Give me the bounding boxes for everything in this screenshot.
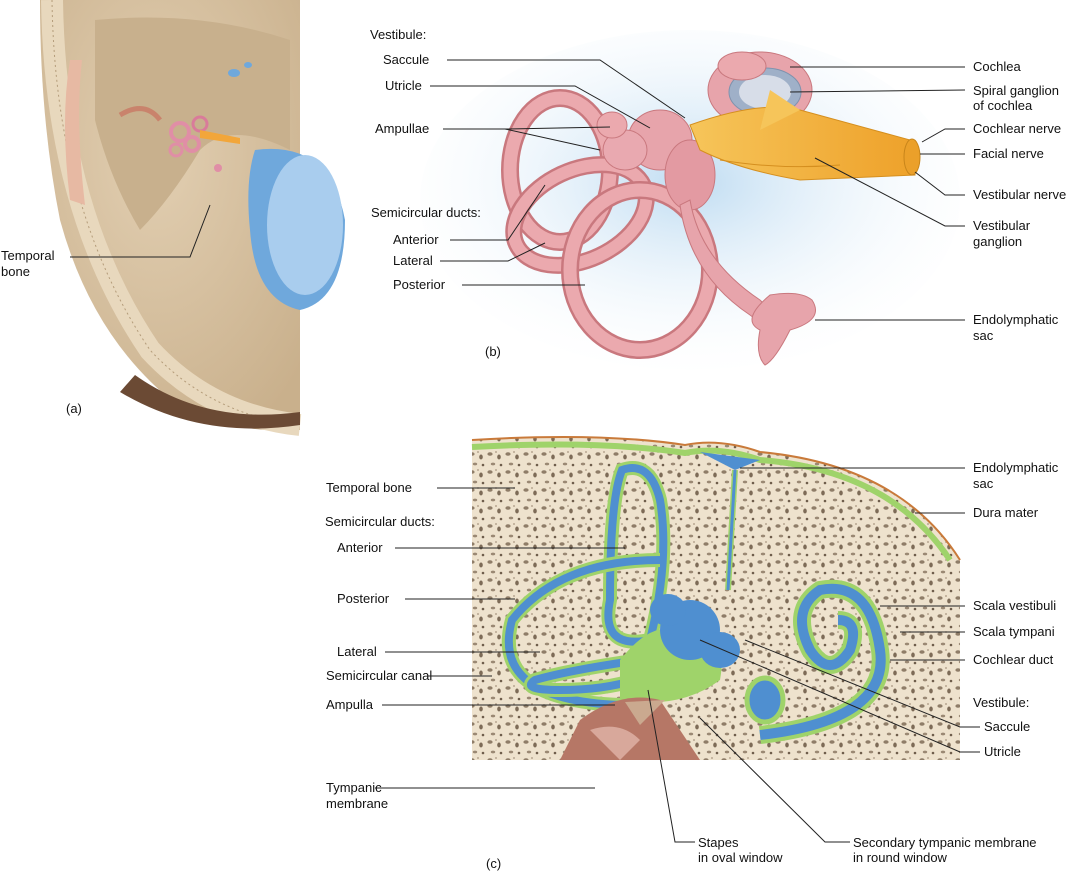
label-c-temporal-bone: Temporal bone [326,480,412,495]
leader-b-vestibular-nerve [914,171,965,196]
leader-b-spiral-ganglion [789,89,966,93]
label-c-utricle: Utricle [984,744,1021,759]
panel-c-illustration [471,435,961,760]
leader-b-ampullae [443,126,611,151]
label-b-ampullae: Ampullae [375,121,429,136]
label-c-scala-tympani: Scala tympani [973,624,1055,639]
leader-b-utricle [430,85,651,129]
leader-c-stapes [647,689,695,843]
label-c-anterior: Anterior [337,540,383,555]
panel-b-illustration [420,30,960,370]
label-b-facial-nerve: Facial nerve [973,146,1044,161]
label-b-spiral-ganglion-1: Spiral ganglion [973,83,1059,98]
label-c-semicircular-canal: Semicircular canal [326,668,432,683]
label-c-stapes-1: Stapes [698,835,739,850]
label-b-endolymphatic-sac-2: sac [973,328,994,343]
label-b-vestibular-nerve: Vestibular nerve [973,187,1066,202]
panel-b-label: (b) [485,344,501,359]
label-b-spiral-ganglion-2: of cochlea [973,98,1033,113]
label-b-vestibular-ganglion-1: Vestibular [973,218,1031,233]
leader-b-cochlear-nerve [921,128,965,143]
label-a-temporal-bone-1: Temporal [1,248,55,263]
label-c-endolymphatic-sac-2: sac [973,476,994,491]
label-b-vestibule-heading: Vestibule: [370,27,426,42]
panel-c-label: (c) [486,856,501,871]
label-b-cochlea: Cochlea [973,59,1021,74]
label-b-cochlear-nerve: Cochlear nerve [973,121,1061,136]
label-c-secondary-tympanic-1: Secondary tympanic membrane [853,835,1037,850]
label-b-endolymphatic-sac-1: Endolymphatic [973,312,1059,327]
label-c-secondary-tympanic-2: in round window [853,850,948,865]
leader-b-vestibular-ganglion [814,157,965,227]
leader-a-temporal-bone [70,204,211,258]
label-c-lateral: Lateral [337,644,377,659]
label-b-saccule: Saccule [383,52,429,67]
label-c-posterior: Posterior [337,591,390,606]
label-b-lateral: Lateral [393,253,433,268]
panel-a-illustration [0,0,345,436]
leader-b-saccule [447,59,686,119]
leader-c-secondary-tympanic [699,717,850,843]
label-c-ampulla: Ampulla [326,697,374,712]
label-c-endolymphatic-sac-1: Endolymphatic [973,460,1059,475]
leader-b-anterior [450,184,546,241]
label-b-utricle: Utricle [385,78,422,93]
leader-c-saccule [744,639,980,728]
label-c-cochlear-duct: Cochlear duct [973,652,1054,667]
label-c-tympanic-membrane-1: Tympanic [326,780,382,795]
leader-b-lateral [440,242,546,262]
label-c-saccule: Saccule [984,719,1030,734]
label-b-semicircular-heading: Semicircular ducts: [371,205,481,220]
inner-ear-inset-icon [168,115,240,172]
label-b-vestibular-ganglion-2: ganglion [973,234,1022,249]
label-c-vestibule-heading: Vestibule: [973,695,1029,710]
leader-c-utricle [699,639,980,753]
panel-a-label: (a) [66,401,82,416]
label-b-anterior: Anterior [393,232,439,247]
label-c-dura-mater: Dura mater [973,505,1039,520]
label-a-temporal-bone-2: bone [1,264,30,279]
label-c-scala-vestibuli: Scala vestibuli [973,598,1056,613]
label-c-tympanic-membrane-2: membrane [326,796,388,811]
label-b-posterior: Posterior [393,277,446,292]
label-c-semicircular-heading: Semicircular ducts: [325,514,435,529]
label-c-stapes-2: in oval window [698,850,783,865]
